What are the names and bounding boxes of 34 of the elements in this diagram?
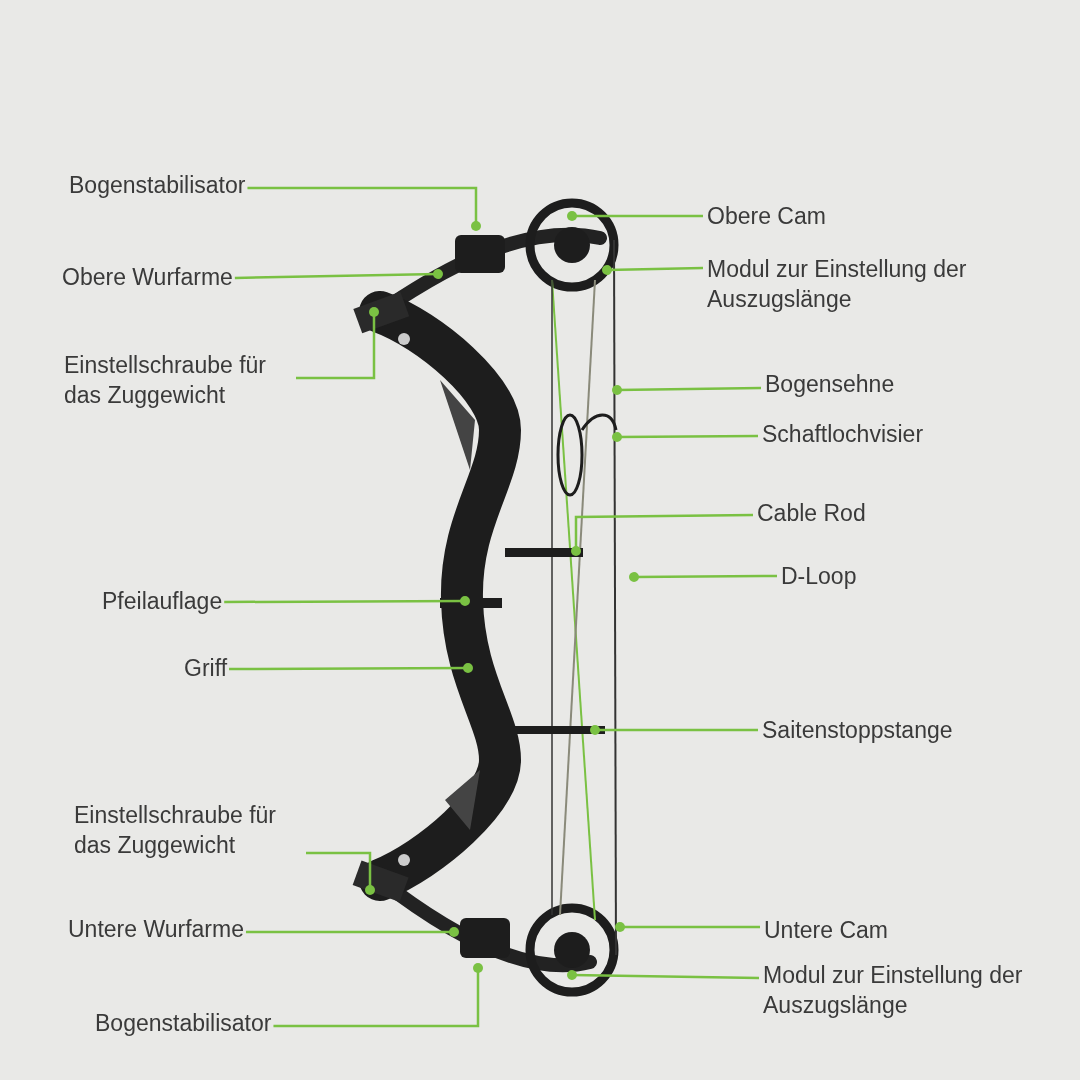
leader-line	[306, 851, 375, 895]
part-label: Modul zur Einstellung der Auszugslänge	[707, 254, 1007, 314]
leader-line	[590, 725, 758, 735]
leader-line	[567, 211, 703, 221]
part-label: Modul zur Einstellung der Auszugslänge	[763, 960, 1033, 1020]
leader-line	[247, 186, 481, 231]
leader-line	[629, 572, 777, 582]
part-label: Bogenstabilisator	[95, 1008, 272, 1038]
leader-line	[612, 385, 761, 395]
part-label: Obere Cam	[707, 201, 826, 231]
part-label: Bogensehne	[765, 369, 895, 399]
part-label: Untere Cam	[764, 915, 888, 945]
leader-line	[602, 265, 704, 275]
leader-line	[567, 970, 760, 980]
part-label: Schaftlochvisier	[762, 419, 924, 449]
part-label: D-Loop	[781, 561, 857, 591]
leader-line	[224, 596, 470, 606]
leader-line	[273, 963, 483, 1028]
part-label: Einstellschraube für das Zuggewicht	[74, 800, 304, 860]
leader-line	[245, 927, 459, 937]
leader-line	[296, 307, 379, 380]
leader-line	[229, 663, 473, 673]
leader-line	[571, 513, 753, 556]
leader-line	[615, 922, 760, 932]
part-label: Untere Wurfarme	[68, 914, 244, 944]
part-label: Griff	[184, 653, 228, 683]
part-label: Einstellschraube für das Zuggewicht	[64, 350, 294, 410]
leader-line	[612, 432, 758, 442]
leader-line	[234, 269, 443, 280]
part-label: Pfeilauflage	[102, 586, 223, 616]
part-label: Cable Rod	[757, 498, 866, 528]
part-label: Bogenstabilisator	[69, 170, 246, 200]
part-label: Saitenstoppstange	[762, 715, 953, 745]
part-label: Obere Wurfarme	[62, 262, 233, 292]
